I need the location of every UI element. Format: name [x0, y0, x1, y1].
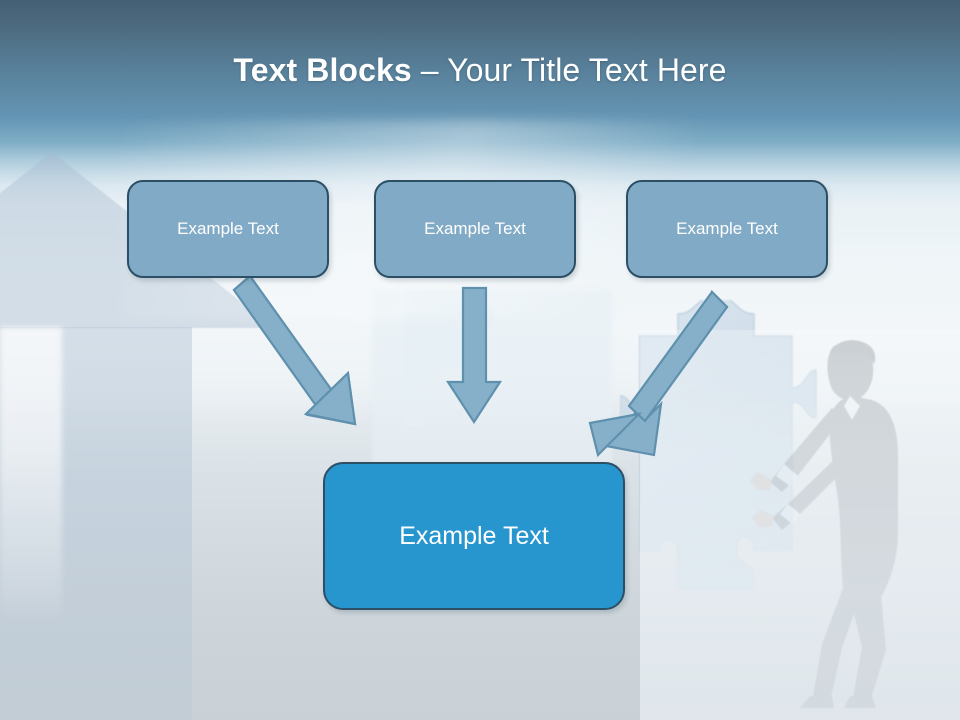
top-text-block-1[interactable]: Example Text: [127, 180, 329, 278]
background-puzzle-hole-icon: [404, 290, 494, 426]
top-text-block-3-label: Example Text: [676, 219, 778, 238]
background-wall-highlight: [0, 327, 62, 627]
page-title-separator: –: [411, 52, 448, 88]
bottom-text-block-label: Example Text: [399, 521, 549, 550]
page-title-rest: Your Title Text Here: [447, 52, 727, 88]
bottom-text-block[interactable]: Example Text: [323, 462, 625, 610]
page-title-strong: Text Blocks: [233, 52, 412, 88]
background-businessman-figure: [750, 340, 898, 708]
page-title: Text Blocks – Your Title Text Here: [0, 52, 960, 89]
top-text-block-1-label: Example Text: [177, 219, 279, 238]
top-text-block-3[interactable]: Example Text: [626, 180, 828, 278]
top-text-block-2-label: Example Text: [424, 219, 526, 238]
top-text-block-2[interactable]: Example Text: [374, 180, 576, 278]
